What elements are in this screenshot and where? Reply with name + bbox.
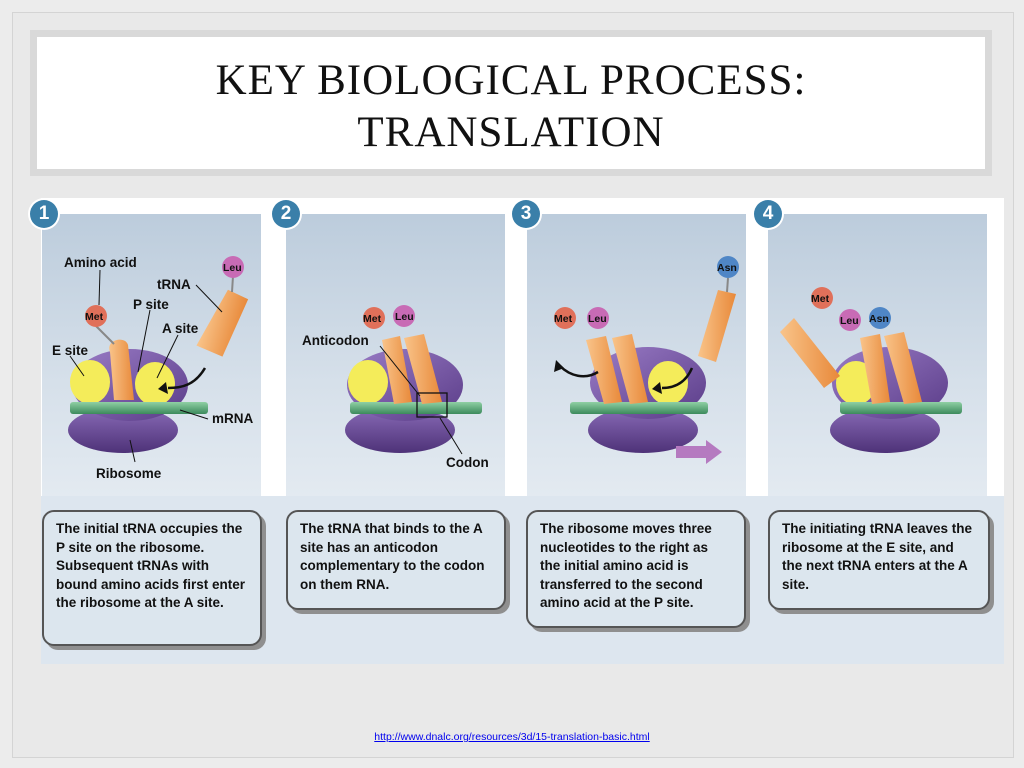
- panel-2-met-bead: [363, 307, 385, 329]
- panel-3-leu-bead: [587, 307, 609, 329]
- panel-2-codon-pointer: [439, 417, 463, 455]
- label-p-site: P site: [133, 297, 169, 312]
- panel-3-met-label: Met: [554, 313, 573, 325]
- caption-step-3: The ribosome moves three nucleotides to …: [526, 510, 746, 628]
- step-badge-3: 3: [512, 200, 540, 228]
- label-amino-acid: Amino acid: [64, 255, 137, 270]
- panel-1-entry-arrow: [167, 367, 207, 390]
- step-badge-2: 2: [272, 200, 300, 228]
- panel-2-met-label: Met: [363, 313, 382, 325]
- panel-4-asn-label: Asn: [869, 313, 889, 325]
- label-ribosome: Ribosome: [96, 466, 162, 481]
- panel-2-leu-label: Leu: [395, 311, 414, 323]
- panel-3-entry-arrow: [661, 367, 694, 390]
- panel-1-leu-label: Leu: [223, 262, 242, 274]
- panel-1-met-bead: [85, 305, 107, 327]
- panel-3-met-bead: [554, 307, 576, 329]
- panel-3-move-right-arrow: [676, 440, 722, 464]
- panel-3-trna-leu: [612, 334, 648, 404]
- panel-3-mrna-strand: [570, 402, 708, 414]
- label-e-site: E site: [52, 343, 89, 358]
- panel-2-trna-leu: [404, 334, 442, 404]
- panel-4-mrna-strand: [840, 402, 962, 414]
- panel-4-trna-met-leaving: [780, 318, 840, 388]
- label-a-site: A site: [162, 321, 199, 336]
- panel-4-leu-label: Leu: [840, 315, 859, 327]
- panel-1-a-site-pointer: [156, 334, 179, 379]
- panel-4-met-label: Met: [811, 293, 830, 305]
- label-mrna: mRNA: [212, 411, 254, 426]
- panel-3-leu-label: Leu: [588, 313, 607, 325]
- panel-1-met-label: Met: [85, 311, 104, 323]
- panel-2-anticodon-pointer: [379, 345, 421, 397]
- panel-3-trna-met: [586, 336, 622, 404]
- panel-3-trna-asn-incoming: [698, 290, 736, 362]
- panel-2-mrna-strand: [350, 402, 482, 414]
- panel-1-e-site-pointer: [69, 355, 85, 377]
- panel-1-e-site: [70, 360, 110, 404]
- panel-1-trna-pointer: [195, 284, 223, 313]
- panel-1-amino-acid-pointer: [98, 269, 101, 306]
- panel-1-mrna-strand: [70, 402, 208, 414]
- panel-4-asn-bead: [869, 307, 891, 329]
- panel-3-exit-arrow: [559, 365, 599, 378]
- panel-2-trna-met: [382, 336, 412, 404]
- panel-3-asn-bead: [717, 256, 739, 278]
- panel-4-met-bead: [811, 287, 833, 309]
- panel-4-trna-asn: [884, 332, 922, 404]
- panel-1-ribosome-pointer: [129, 439, 136, 463]
- label-anticodon: Anticodon: [302, 333, 369, 348]
- source-link[interactable]: http://www.dnalc.org/resources/3d/15-tra…: [374, 731, 650, 743]
- panel-2-leu-bead: [393, 305, 415, 327]
- caption-step-4: The initiating tRNA leaves the ribosome …: [768, 510, 990, 610]
- panel-1-trna-leu-incoming: [196, 275, 249, 357]
- label-codon: Codon: [446, 455, 489, 470]
- panel-3-asn-label: Asn: [717, 262, 737, 274]
- title-line-1: KEY BIOLOGICAL PROCESS:: [215, 57, 807, 104]
- panel-1-trna-met: [95, 325, 134, 400]
- panel-4-trna-leu: [860, 334, 890, 404]
- panel-1-p-site-pointer: [137, 309, 151, 373]
- step-badge-1: 1: [30, 200, 58, 228]
- panel-2-codon-box: [416, 392, 448, 418]
- panel-4-leu-bead: [839, 309, 861, 331]
- page-title: KEY BIOLOGICAL PROCESS: TRANSLATION: [37, 55, 985, 159]
- title-box: KEY BIOLOGICAL PROCESS: TRANSLATION: [30, 30, 992, 176]
- label-trna: tRNA: [157, 277, 191, 292]
- panel-1-mrna-pointer: [179, 409, 209, 420]
- caption-step-2: The tRNA that binds to the A site has an…: [286, 510, 506, 610]
- panel-1-a-site: [135, 362, 175, 406]
- panel-3-ribosome: [588, 347, 706, 453]
- title-line-2: TRANSLATION: [357, 109, 665, 156]
- step-badge-4: 4: [754, 200, 782, 228]
- caption-step-1: The initial tRNA occupies the P site on …: [42, 510, 262, 646]
- panel-1-leu-bead: [222, 256, 244, 278]
